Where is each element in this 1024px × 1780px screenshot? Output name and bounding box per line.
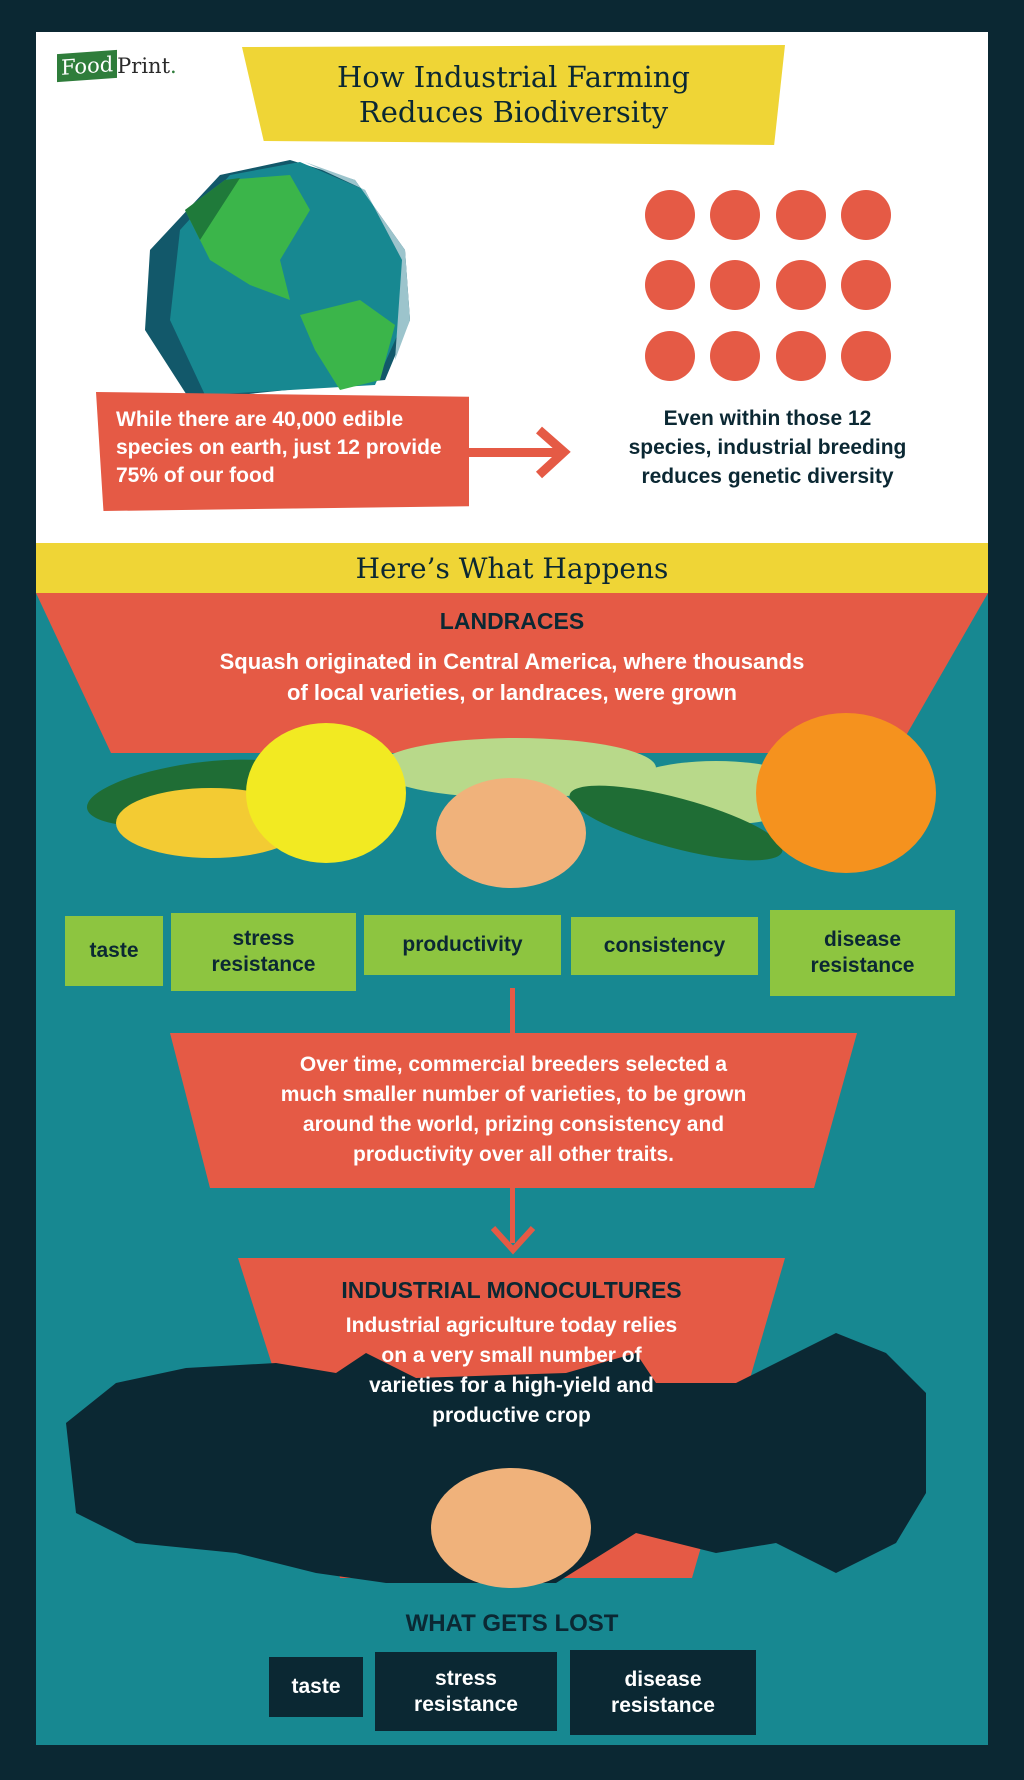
arrow-right-icon xyxy=(469,426,571,479)
trait-stress-resistance: stress resistance xyxy=(171,913,356,991)
genetic-diversity-text: Even within those 12 species, industrial… xyxy=(628,407,907,488)
monocultures-heading: INDUSTRIAL MONOCULTURES xyxy=(341,1277,682,1303)
globe-icon xyxy=(145,160,410,400)
monocultures-text: Industrial agriculture today relies on a… xyxy=(345,1314,678,1427)
species-dots xyxy=(645,190,891,381)
section-title: Here’s What Happens xyxy=(36,543,988,593)
landraces-text: Squash originated in Central America, wh… xyxy=(219,649,805,705)
breeders-text: Over time, commercial breeders selected … xyxy=(280,1053,747,1166)
trait-consistency: consistency xyxy=(571,917,758,975)
funnel-shapes xyxy=(36,593,988,1588)
trait-productivity: productivity xyxy=(364,915,561,975)
species-fact: While there are 40,000 edible species on… xyxy=(96,392,469,511)
landraces-heading: LANDRACES xyxy=(439,608,585,634)
what-gets-lost-heading: WHAT GETS LOST xyxy=(405,1610,619,1637)
lost-trait-disease-resistance: disease resistance xyxy=(570,1650,756,1735)
trait-disease-resistance: disease resistance xyxy=(770,910,955,996)
trait-taste: taste xyxy=(65,916,163,986)
page-title: How Industrial Farming Reduces Biodivers… xyxy=(242,45,785,145)
lost-trait-stress-resistance: stress resistance xyxy=(375,1652,557,1731)
lost-trait-taste: taste xyxy=(269,1657,363,1717)
